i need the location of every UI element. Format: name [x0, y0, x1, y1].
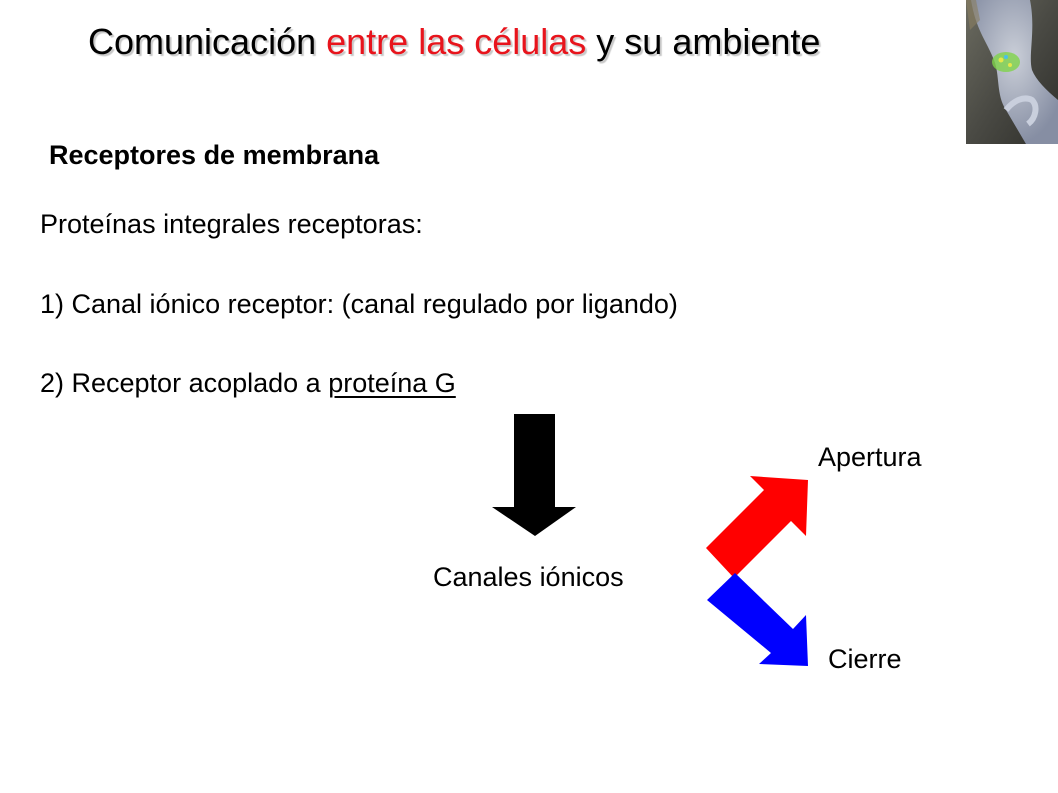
title-part-1: Comunicación — [88, 21, 317, 62]
title-part-2-highlight: entre las células — [326, 21, 587, 62]
intro-text: Proteínas integrales receptoras: — [40, 209, 423, 239]
close-label: Cierre — [828, 644, 902, 674]
close-arrow-icon — [707, 573, 808, 666]
section-subtitle: Receptores de membrana — [49, 140, 380, 170]
open-arrow-icon — [706, 476, 808, 578]
page-title: Comunicación entre las células y su ambi… — [88, 18, 820, 66]
title-part-3: y su ambiente — [596, 21, 821, 62]
neuron-synapse-icon — [966, 0, 1058, 144]
down-arrow-icon — [492, 414, 576, 536]
center-node-label: Canales iónicos — [433, 562, 624, 592]
list-item-1: 1) Canal iónico receptor: (canal regulad… — [40, 289, 678, 319]
list-item-2-prefix: 2) Receptor acoplado a — [40, 368, 321, 398]
list-item-2-underlined-term: proteína G — [328, 368, 456, 398]
list-item-2: 2) Receptor acoplado a proteína G — [40, 366, 456, 400]
open-label: Apertura — [818, 442, 922, 472]
